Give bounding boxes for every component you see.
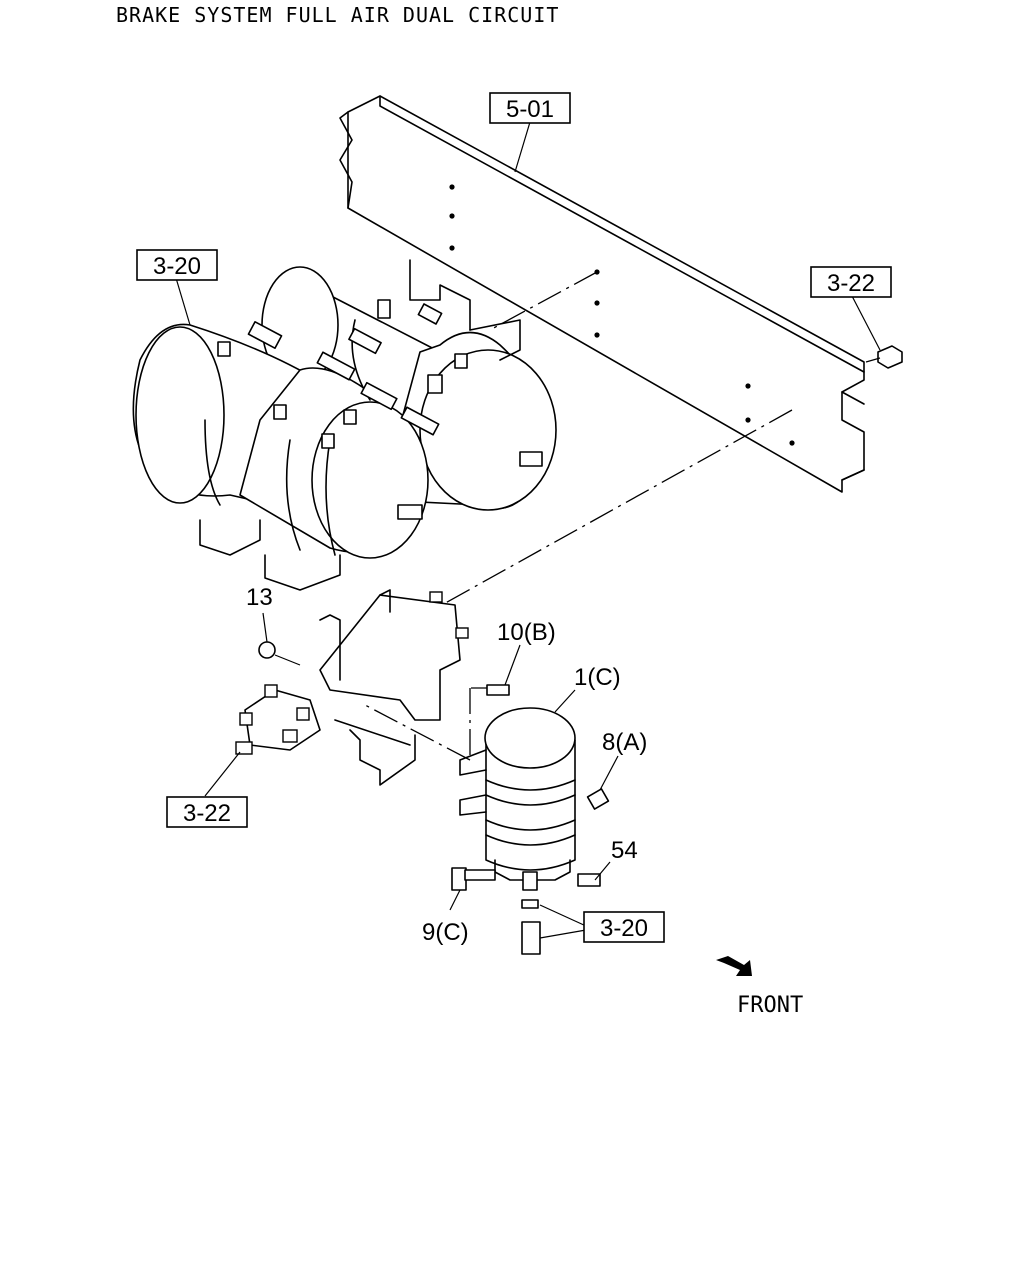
frame-rail [339, 95, 865, 493]
callout-13: 13 [246, 584, 273, 611]
front-arrow-icon [716, 956, 752, 976]
bracket-assembly [235, 589, 469, 786]
diagram-title: BRAKE SYSTEM FULL AIR DUAL CIRCUIT [116, 3, 560, 27]
leader-lines [175, 121, 881, 939]
callout-8a: 8(A) [602, 729, 647, 756]
ref-tanks-label: 3-20 [153, 253, 201, 280]
ref-frame-label: 5-01 [506, 96, 554, 123]
ref-drain-label: 3-20 [600, 915, 648, 942]
callout-10b: 10(B) [497, 619, 556, 646]
nut-13 [258, 641, 276, 659]
front-label: FRONT [737, 993, 803, 1018]
ref-box-drain: 3-20 [583, 911, 665, 943]
mount-line-dryer [364, 704, 471, 761]
ref-bolt-label: 3-22 [827, 270, 875, 297]
ref-box-tanks: 3-20 [136, 249, 218, 281]
ref-valve-label: 3-22 [183, 800, 231, 827]
ref-box-bolt: 3-22 [810, 266, 892, 298]
mount-line-upper [489, 271, 598, 331]
ref-box-frame: 5-01 [489, 92, 571, 124]
bolt-3-22 [865, 345, 903, 369]
bolt-10b [486, 684, 510, 696]
callout-54: 54 [611, 837, 638, 864]
mount-line-lower [439, 409, 793, 607]
callout-1c: 1(C) [574, 664, 621, 691]
air-tanks [132, 259, 557, 591]
air-dryer [451, 684, 610, 955]
ref-box-valve: 3-22 [166, 796, 248, 828]
callout-9c: 9(C) [422, 919, 469, 946]
